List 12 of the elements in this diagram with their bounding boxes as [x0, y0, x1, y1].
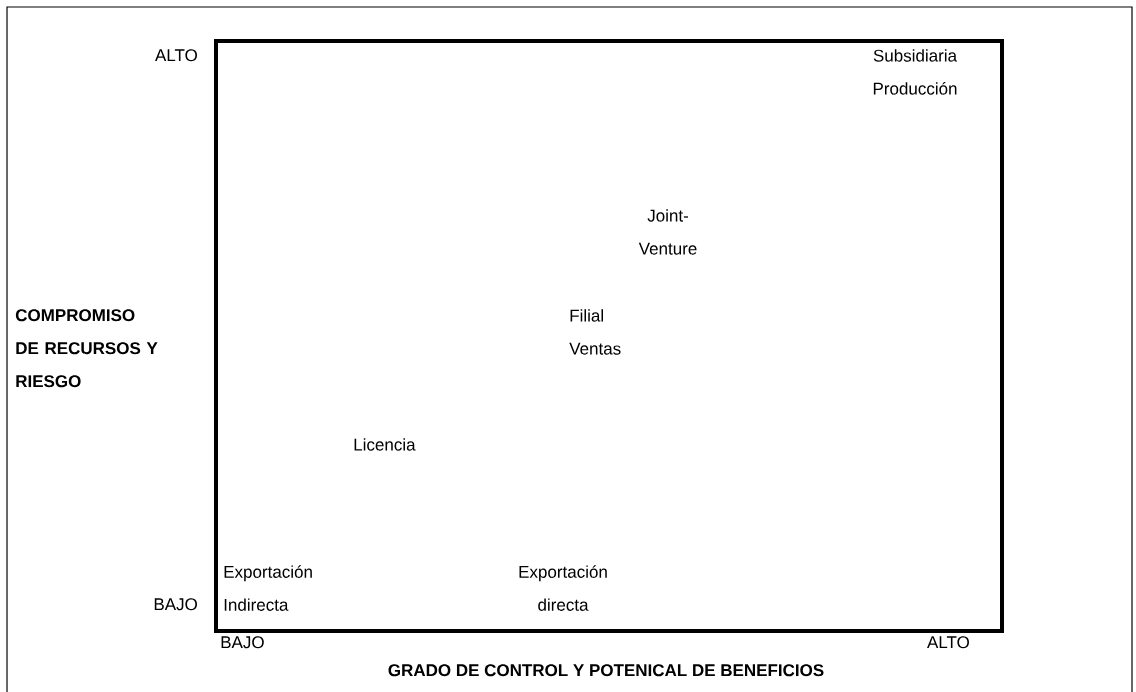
strategy-label: Exportación Indirecta: [224, 565, 312, 611]
axis-level-label: BAJO: [221, 636, 264, 649]
axis-level-label: ALTO: [155, 49, 197, 62]
strategy-label: Joint- Venture: [638, 209, 697, 255]
strategy-label: Licencia: [354, 438, 416, 451]
strategy-label: Filial Ventas: [569, 309, 621, 355]
axis-title: COMPROMISO DE RECURSOS Y RIESGO: [15, 309, 158, 388]
strategy-label: Exportación directa: [519, 565, 607, 611]
axis-level-label: BAJO: [154, 598, 197, 611]
strategy-label: Subsidiaria Producción: [873, 49, 958, 95]
axis-title: GRADO DE CONTROL Y POTENICAL DE BENEFICIOS: [388, 664, 824, 677]
axis-level-label: ALTO: [927, 636, 969, 649]
